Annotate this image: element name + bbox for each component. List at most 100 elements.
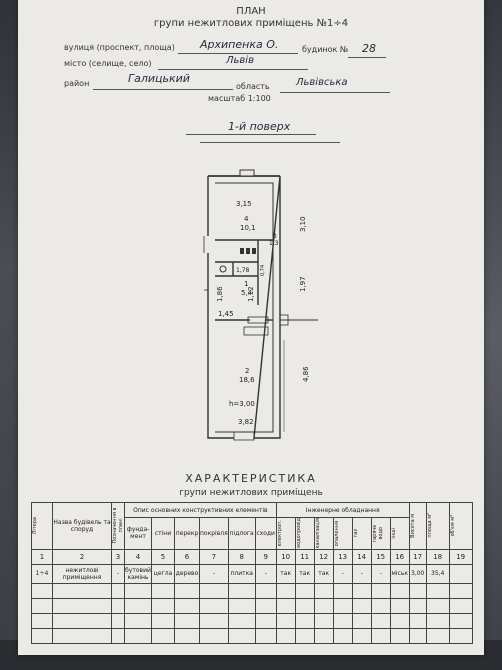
cell-obsiah <box>448 563 473 584</box>
small-area: 1,78 <box>236 267 250 274</box>
district-value: Галицький <box>128 72 190 85</box>
h-nazva: Назва будівель та споруд <box>52 502 112 550</box>
h-e1: електроп. <box>276 520 283 547</box>
col-num: 18 <box>425 548 450 565</box>
dim-145: 1,45 <box>218 310 234 318</box>
characteristics-subtitle: групи нежитлових приміщень <box>179 488 323 498</box>
region-value: Львівська <box>296 77 348 88</box>
col-num: 11 <box>294 548 315 565</box>
cell-perekr: дерево <box>174 563 200 584</box>
h-skhody: сходи <box>254 517 277 550</box>
cell-e4: - <box>332 563 353 584</box>
door-frame <box>243 326 269 336</box>
col-num: 14 <box>351 548 372 565</box>
street-label: вулиця (проспект, площа) <box>64 43 175 52</box>
col-num: 3 <box>111 548 125 565</box>
room-2-num: 2 <box>245 367 249 375</box>
room-3-num: 3 <box>273 233 277 240</box>
empty-row <box>31 612 473 629</box>
region-underline <box>280 92 390 93</box>
h-pidl: підлога <box>227 517 256 550</box>
h-e3: каналізація <box>314 518 321 549</box>
dim-315: 3,15 <box>236 200 252 208</box>
cell-litera: 1÷4 <box>31 563 53 584</box>
cell-stiny: цегла <box>151 563 175 584</box>
cell-e5: - <box>351 563 372 584</box>
h-vysota: Висота м <box>409 513 416 538</box>
col-num: 17 <box>408 548 427 565</box>
h-pokr: покрівля <box>199 517 229 550</box>
cell-posv: - <box>111 563 125 584</box>
cell-e3: так <box>313 563 334 584</box>
dim-310: 3,10 <box>299 216 307 232</box>
room-2-area: 18,6 <box>239 376 255 384</box>
h-e6: гаряче водо <box>371 524 384 543</box>
city-value: Львів <box>226 55 254 66</box>
plan-title: ПЛАН <box>236 6 266 17</box>
characteristics-table: Літера Назва будівель та споруд Позначен… <box>31 502 473 644</box>
col-num: 15 <box>370 548 391 565</box>
region-label: область <box>236 82 270 91</box>
chimney <box>239 169 255 177</box>
cell-fund: бутовий камінь <box>124 563 152 584</box>
scale-text: масштаб 1:100 <box>208 94 271 103</box>
cell-e6: - <box>370 563 391 584</box>
h-posv: Позначення в плані <box>112 507 124 544</box>
street-value: Архипенка О. <box>200 38 279 51</box>
col-num: 19 <box>448 548 473 565</box>
col-num: 10 <box>275 548 296 565</box>
cell-e1: так <box>275 563 296 584</box>
column-number-row: 1 2 3 4 5 6 7 8 9 10 11 12 13 14 15 16 1… <box>31 548 473 565</box>
col-num: 5 <box>151 548 175 565</box>
dim-186: 1,86 <box>216 286 224 302</box>
room-1-area: 5,4 <box>241 289 253 297</box>
h-stiny: стіни <box>151 517 175 550</box>
plan-subtitle: групи нежитлових приміщень №1÷4 <box>153 18 349 29</box>
h-fund: фунда- мент <box>124 517 152 550</box>
cell-nazva: нежитлові приміщення <box>52 563 112 584</box>
dim-382: 3,82 <box>238 418 254 426</box>
cell-e2: так <box>294 563 315 584</box>
h-e2: водопровід <box>295 518 302 549</box>
floor-underline-1 <box>186 134 316 135</box>
cell-skhody: - <box>254 563 277 584</box>
house-value: 28 <box>362 42 376 55</box>
col-num: 9 <box>254 548 277 565</box>
table-row: 1÷4 нежитлові приміщення - бутовий камін… <box>31 563 473 584</box>
room-3-area: 1,3 <box>269 240 279 247</box>
small-side: 0,74 <box>260 265 266 276</box>
floor-plan: 3,15 3,10 1,97 1,86 1,12 1,45 4,86 3,82 … <box>203 169 318 441</box>
col-num: 6 <box>174 548 200 565</box>
city-label: місто (селище, село) <box>64 59 152 68</box>
entrance-door <box>233 431 255 441</box>
h-e7: інші <box>390 527 397 539</box>
characteristics-title: ХАРАКТЕРИСТИКА <box>185 472 317 485</box>
empty-row <box>31 627 473 644</box>
city-underline <box>158 69 308 70</box>
h-obsiah: об'єм м³ <box>449 515 456 537</box>
cell-vysota: 3,00 <box>408 563 427 584</box>
cell-e7: міськ <box>389 563 410 584</box>
dim-112: 1,12 <box>247 286 255 302</box>
h-inzh: Інженерне обладнання <box>275 502 410 518</box>
h-litera: Літера <box>32 517 39 535</box>
cell-ploshcha: 35,4 <box>425 563 450 584</box>
col-num: 16 <box>389 548 410 565</box>
empty-row <box>31 597 473 614</box>
col-num: 2 <box>52 548 112 565</box>
toilet-icon <box>219 265 227 273</box>
empty-row <box>31 582 473 599</box>
street-underline <box>178 53 298 54</box>
room-4-area: 10,1 <box>240 224 256 232</box>
dim-197: 1,97 <box>299 276 307 292</box>
cell-pidl: плитка <box>227 563 256 584</box>
col-num: 7 <box>199 548 229 565</box>
step-block <box>279 314 289 326</box>
house-underline <box>348 57 386 58</box>
document-sheet: ПЛАН групи нежитлових приміщень №1÷4 вул… <box>18 0 484 655</box>
cell-pokr: - <box>199 563 229 584</box>
district-underline <box>93 89 233 90</box>
col-num: 13 <box>332 548 353 565</box>
floor-underline-2 <box>200 142 340 143</box>
h-e5: газ <box>352 529 359 538</box>
